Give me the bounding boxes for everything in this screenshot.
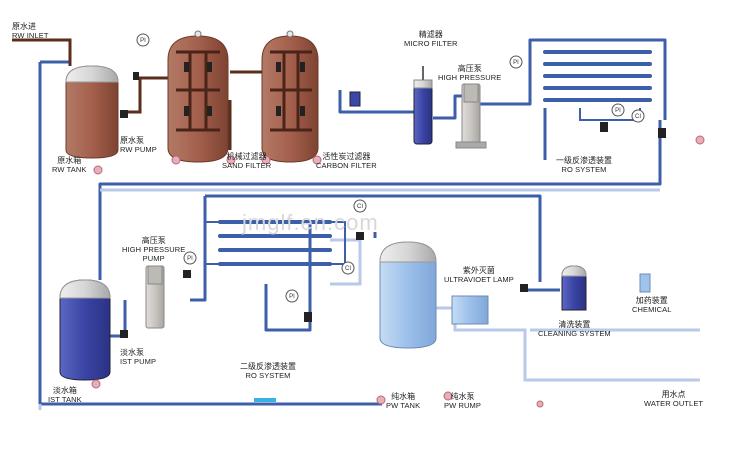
label-rw-tank: 原水箱 RW TANK xyxy=(52,156,86,174)
water-outlet-zh: 用水点 xyxy=(661,390,686,399)
ro2-zh: 二级反渗透装置 xyxy=(240,362,296,371)
label-water-outlet: 用水点 WATER OUTLET xyxy=(644,390,703,408)
sand-filter-shape xyxy=(167,30,229,163)
carbon-filter-en: CARBON FILTER xyxy=(316,161,377,170)
drain-valves xyxy=(91,135,705,408)
ro1-zh: 一级反渗透装置 xyxy=(556,156,612,165)
rw-inlet-zh: 原水进 xyxy=(12,22,36,31)
ci-text-2: CI xyxy=(357,204,363,210)
ist-tank-shape xyxy=(59,279,111,381)
sand-filter-en: SAND FILTER xyxy=(222,161,272,170)
water-outlet-en: WATER OUTLET xyxy=(644,399,704,408)
pipe-carbon-to-micro xyxy=(338,90,420,114)
hp2-en2: PUMP xyxy=(142,254,165,263)
micro-filter-en: MICRO FILTER xyxy=(404,39,458,48)
label-high-pressure-1: 高压泵 HIGH PRESSURE xyxy=(438,64,501,82)
rw-tank-shape xyxy=(65,65,119,159)
label-ist-tank: 淡水箱 IST TANK xyxy=(48,386,82,404)
label-sand-filter: 机械过滤器 SAND FILTER xyxy=(222,152,271,170)
carbon-filter-shape xyxy=(261,30,319,163)
hp-pump-2-shape xyxy=(145,265,165,329)
label-ist-pump: 淡水泵 IST PUMP xyxy=(120,348,156,366)
uv-lamp-shape xyxy=(451,295,489,325)
gauge-text-5: PI xyxy=(289,294,295,300)
hp2-zh: 高压泵 xyxy=(141,236,166,245)
label-pw-tank: 纯水箱 PW TANK xyxy=(386,392,420,410)
gauge-text-4: PI xyxy=(187,256,193,262)
ro2-membranes xyxy=(218,220,332,266)
label-micro-filter: 精滤器 MICRO FILTER xyxy=(404,30,458,48)
conductivity-meters xyxy=(341,109,645,275)
light-pipes xyxy=(38,188,700,410)
hp1-zh: 高压泵 xyxy=(457,64,482,73)
label-chemical: 加药装置 CHEMICAL xyxy=(632,296,672,314)
gauge-text-3: PI xyxy=(615,108,621,114)
label-carbon-filter: 活性炭过滤器 CARBON FILTER xyxy=(316,152,377,170)
carbon-filter-zh: 活性炭过滤器 xyxy=(322,152,371,161)
hp-pump-1-shape xyxy=(455,83,487,149)
rw-tank-en: RW TANK xyxy=(52,165,87,174)
pw-tank-zh: 纯水箱 xyxy=(391,392,416,401)
ci-text-3: CI xyxy=(345,266,351,272)
pipe-ro1-to-ist xyxy=(98,120,662,280)
pipe-stage2-feed xyxy=(190,196,207,302)
label-high-pressure-2: 高压泵 HIGH PRESSURE PUMP xyxy=(122,236,185,263)
dosing-canister xyxy=(349,91,361,107)
uv-zh: 紫外灭菌 xyxy=(462,266,495,275)
cleaning-en: CLEANING SYSTEM xyxy=(538,329,611,338)
gauges xyxy=(136,33,625,303)
pipe-rw-inlet xyxy=(12,38,72,66)
pipe-rw-pump xyxy=(125,76,175,114)
rw-pump-en: RW PUMP xyxy=(120,145,157,154)
pipe-top-mid xyxy=(205,194,542,282)
cleaning-zh: 清洗装置 xyxy=(558,320,591,329)
ro1-membranes xyxy=(543,50,652,102)
label-pw-pump: 纯水泵 PW RUMP xyxy=(444,392,481,410)
chemical-en: CHEMICAL xyxy=(632,305,672,314)
ist-tank-zh: 淡水箱 xyxy=(52,386,77,395)
label-ro-system-2: 二级反渗透装置 RO SYSTEM xyxy=(240,362,296,380)
ist-pump-en: IST PUMP xyxy=(120,357,157,366)
label-rw-inlet: 原水进 RW INLET xyxy=(12,22,49,40)
gauge-text-1: PI xyxy=(140,38,146,44)
micro-filter-zh: 精滤器 xyxy=(418,30,443,39)
label-cleaning-system: 清洗装置 CLEANING SYSTEM xyxy=(538,320,611,338)
uv-en: ULTRAVIOET LAMP xyxy=(444,275,514,284)
brown-pipes xyxy=(12,38,270,150)
hp2-en: HIGH PRESSURE xyxy=(122,245,186,254)
label-rw-pump: 原水泵 RW PUMP xyxy=(120,136,157,154)
sand-filter-zh: 机械过滤器 xyxy=(226,152,267,161)
small-pumps xyxy=(120,72,666,338)
pipe-hp-to-ro1 xyxy=(480,38,667,120)
pw-pump-zh: 纯水泵 xyxy=(450,392,475,401)
ci-text-1: CI xyxy=(635,114,641,120)
micro-filter-shape xyxy=(413,66,433,145)
ist-tank-en: IST TANK xyxy=(48,395,82,404)
ro1-en: RO SYSTEM xyxy=(561,165,607,174)
ro2-en: RO SYSTEM xyxy=(245,371,291,380)
hp1-en: HIGH PRESSURE xyxy=(438,73,502,82)
pw-pump-en: PW RUMP xyxy=(444,401,481,410)
rw-pump-zh: 原水泵 xyxy=(120,136,144,145)
watermark: jmglf.en.com xyxy=(242,210,379,235)
ist-pump-zh: 淡水泵 xyxy=(120,348,144,357)
pw-tank-en: PW TANK xyxy=(386,401,421,410)
label-ro-system-1: 一级反渗透装置 RO SYSTEM xyxy=(556,156,612,174)
gauge-text-2: PI xyxy=(513,60,519,66)
chemical-zh: 加药装置 xyxy=(635,296,668,305)
rw-tank-zh: 原水箱 xyxy=(57,156,82,165)
label-uv-lamp: 紫外灭菌 ULTRAVIOET LAMP xyxy=(444,266,514,284)
chemical-canister xyxy=(639,273,651,293)
pw-tank-shape xyxy=(379,241,437,349)
cleaning-tank-shape xyxy=(561,265,587,311)
rw-inlet-en: RW INLET xyxy=(12,31,49,40)
pipe-ro2-reject xyxy=(264,220,312,332)
flow-marker xyxy=(254,398,276,402)
